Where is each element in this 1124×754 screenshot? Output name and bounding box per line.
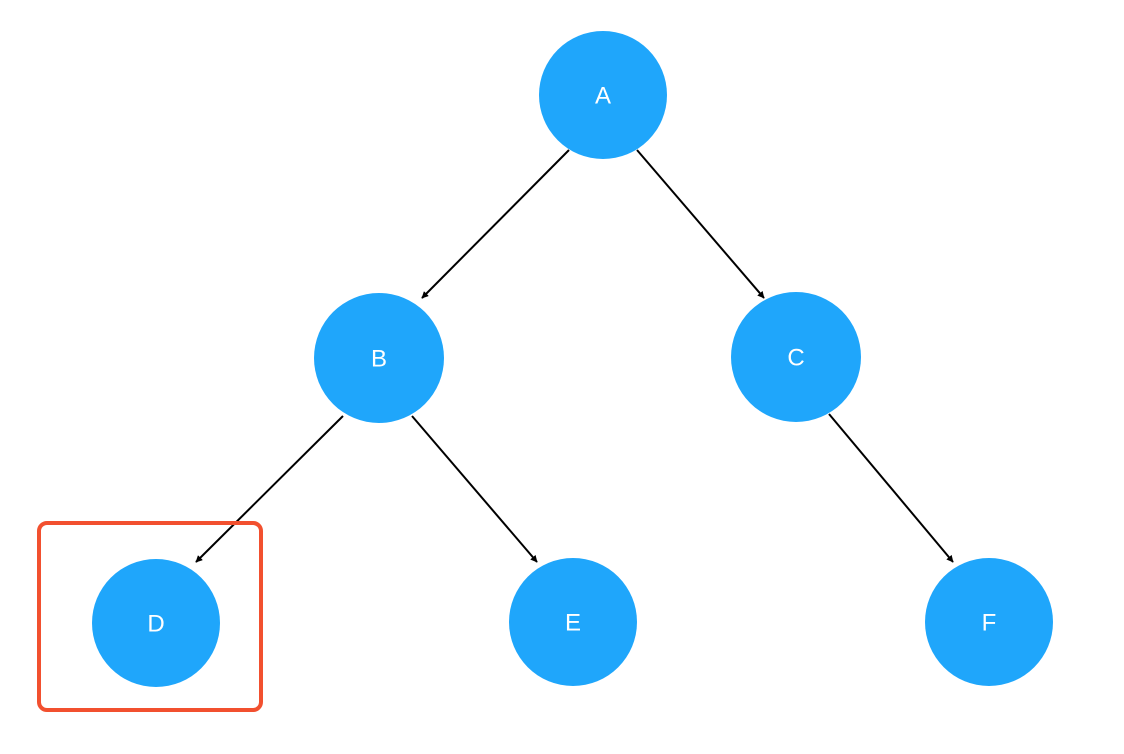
tree-node-a: A (539, 31, 667, 159)
node-circle (509, 558, 637, 686)
edge-a-to-c (636, 149, 765, 299)
node-circle (314, 293, 444, 423)
edge-b-to-d (195, 415, 344, 563)
tree-node-c: C (731, 292, 861, 422)
edge-a-to-b (421, 149, 570, 299)
node-circle (539, 31, 667, 159)
edge-b-to-e (411, 415, 538, 563)
node-label: A (595, 83, 611, 110)
node-circle (925, 558, 1053, 686)
edges (195, 149, 954, 563)
edge-c-to-f (828, 413, 954, 563)
highlight-box-node-d (37, 521, 263, 712)
tree-node-e: E (509, 558, 637, 686)
node-circle (731, 292, 861, 422)
node-circle (92, 559, 220, 687)
node-label: F (982, 610, 997, 637)
node-label: B (371, 346, 387, 373)
node-label: E (565, 610, 581, 637)
tree-node-d: D (92, 559, 220, 687)
node-label: C (787, 345, 804, 372)
tree-node-b: B (314, 293, 444, 423)
node-label: D (147, 611, 164, 638)
tree-node-f: F (925, 558, 1053, 686)
